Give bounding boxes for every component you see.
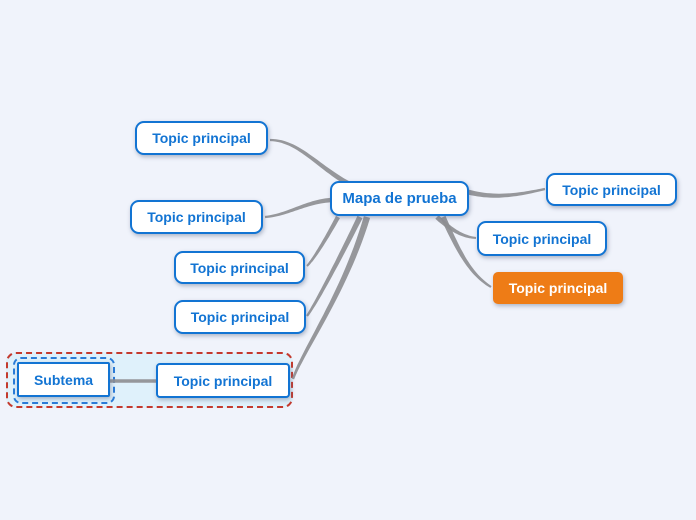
topic-node-label: Topic principal xyxy=(492,230,592,247)
topic-node[interactable]: Topic principal xyxy=(135,121,268,155)
topic-node[interactable]: Topic principal xyxy=(174,251,305,284)
topic-node[interactable]: Topic principal xyxy=(477,221,607,256)
topic-node-label: Topic principal xyxy=(562,181,661,198)
topic-node-label: Topic principal xyxy=(190,309,290,325)
topic-node-orange[interactable]: Topic principal xyxy=(493,272,623,304)
topic-node-selected-group[interactable]: Topic principal xyxy=(156,363,290,398)
topic-node-label: Topic principal xyxy=(190,259,289,276)
topic-node-label: Topic principal xyxy=(152,130,251,146)
topic-node-label: Topic principal xyxy=(173,372,273,389)
subtopic-node-label: Subtema xyxy=(33,371,94,388)
topic-node[interactable]: Topic principal xyxy=(174,300,306,334)
root-node-label: Mapa de prueba xyxy=(342,190,457,207)
topic-node[interactable]: Topic principal xyxy=(546,173,677,206)
topic-node[interactable]: Topic principal xyxy=(130,200,263,234)
subtopic-node[interactable]: Subtema xyxy=(17,362,110,397)
root-node[interactable]: Mapa de prueba xyxy=(330,181,469,216)
topic-node-label: Topic principal xyxy=(508,280,608,296)
topic-node-label: Topic principal xyxy=(147,209,246,225)
